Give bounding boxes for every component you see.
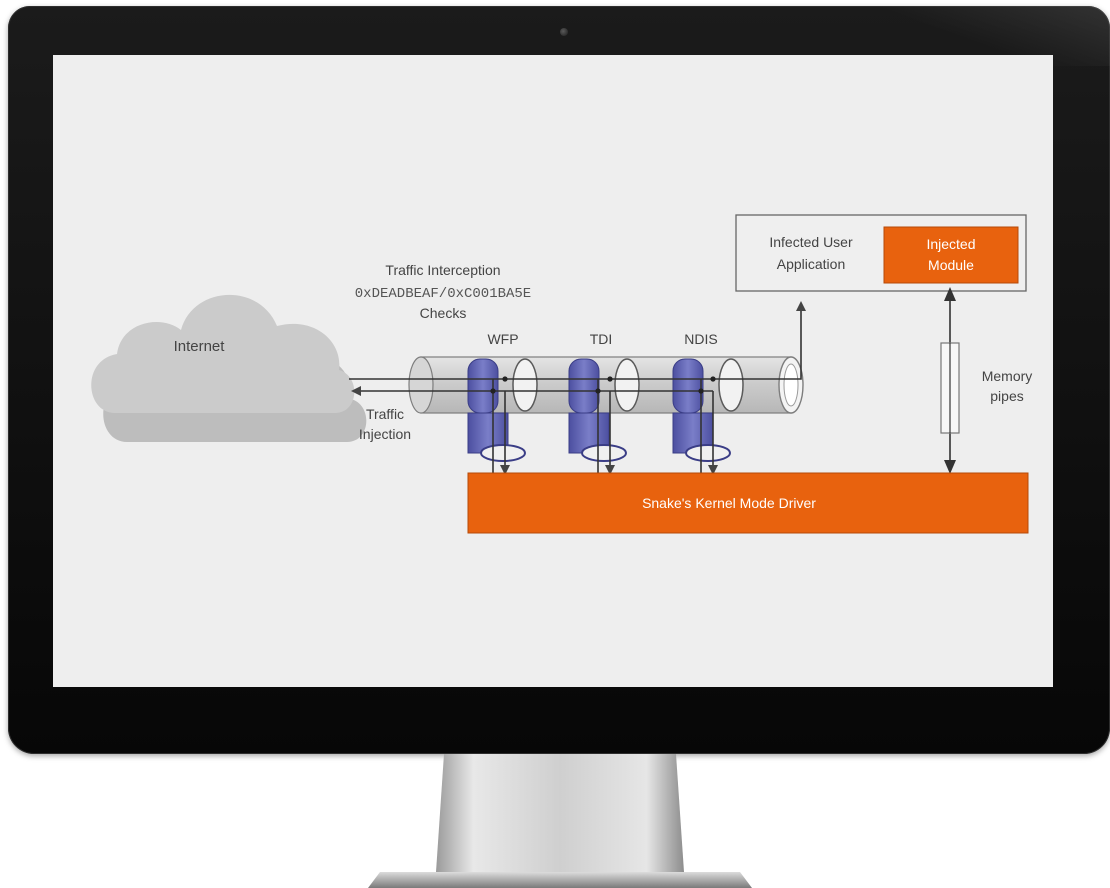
- layer-label-tdi: TDI: [590, 331, 613, 347]
- filter-tdi: [568, 358, 640, 462]
- injection-line2: Injection: [359, 426, 411, 442]
- monitor-screen: Internet Traffic Interception 0xDEADBEAF…: [53, 55, 1053, 687]
- filter-ndis: [672, 358, 744, 462]
- memory-label-line1: Memory: [982, 368, 1033, 384]
- interception-line1: Traffic Interception: [385, 262, 500, 278]
- camera-icon: [560, 28, 568, 36]
- traffic-injection-text: Traffic Injection: [359, 406, 411, 442]
- app-label-line2: Application: [777, 256, 846, 272]
- injection-line1: Traffic: [366, 406, 404, 422]
- architecture-diagram: Internet Traffic Interception 0xDEADBEAF…: [91, 214, 1033, 534]
- layer-label-ndis: NDIS: [684, 331, 717, 347]
- kernel-driver-box: Snake's Kernel Mode Driver: [467, 472, 1029, 534]
- memory-label-line2: pipes: [990, 388, 1023, 404]
- driver-label: Snake's Kernel Mode Driver: [642, 495, 816, 511]
- internet-cloud: Internet: [91, 294, 367, 442]
- memory-pipes: Memory pipes: [940, 287, 1033, 474]
- interception-codes: 0xDEADBEAF/0xC001BA5E: [355, 286, 531, 302]
- module-label-line1: Injected: [926, 236, 975, 252]
- traffic-lines: [349, 301, 806, 475]
- interception-line3: Checks: [420, 305, 467, 321]
- traffic-interception-text: Traffic Interception 0xDEADBEAF/0xC001BA…: [355, 262, 531, 321]
- internet-label: Internet: [174, 338, 226, 355]
- junction-dots: [490, 376, 716, 394]
- filter-wfp: [467, 358, 538, 462]
- app-label-line1: Infected User: [769, 234, 853, 250]
- module-label-line2: Module: [928, 257, 974, 273]
- layer-label-wfp: WFP: [487, 331, 518, 347]
- infected-app-box: Infected User Application Injected Modul…: [735, 214, 1027, 292]
